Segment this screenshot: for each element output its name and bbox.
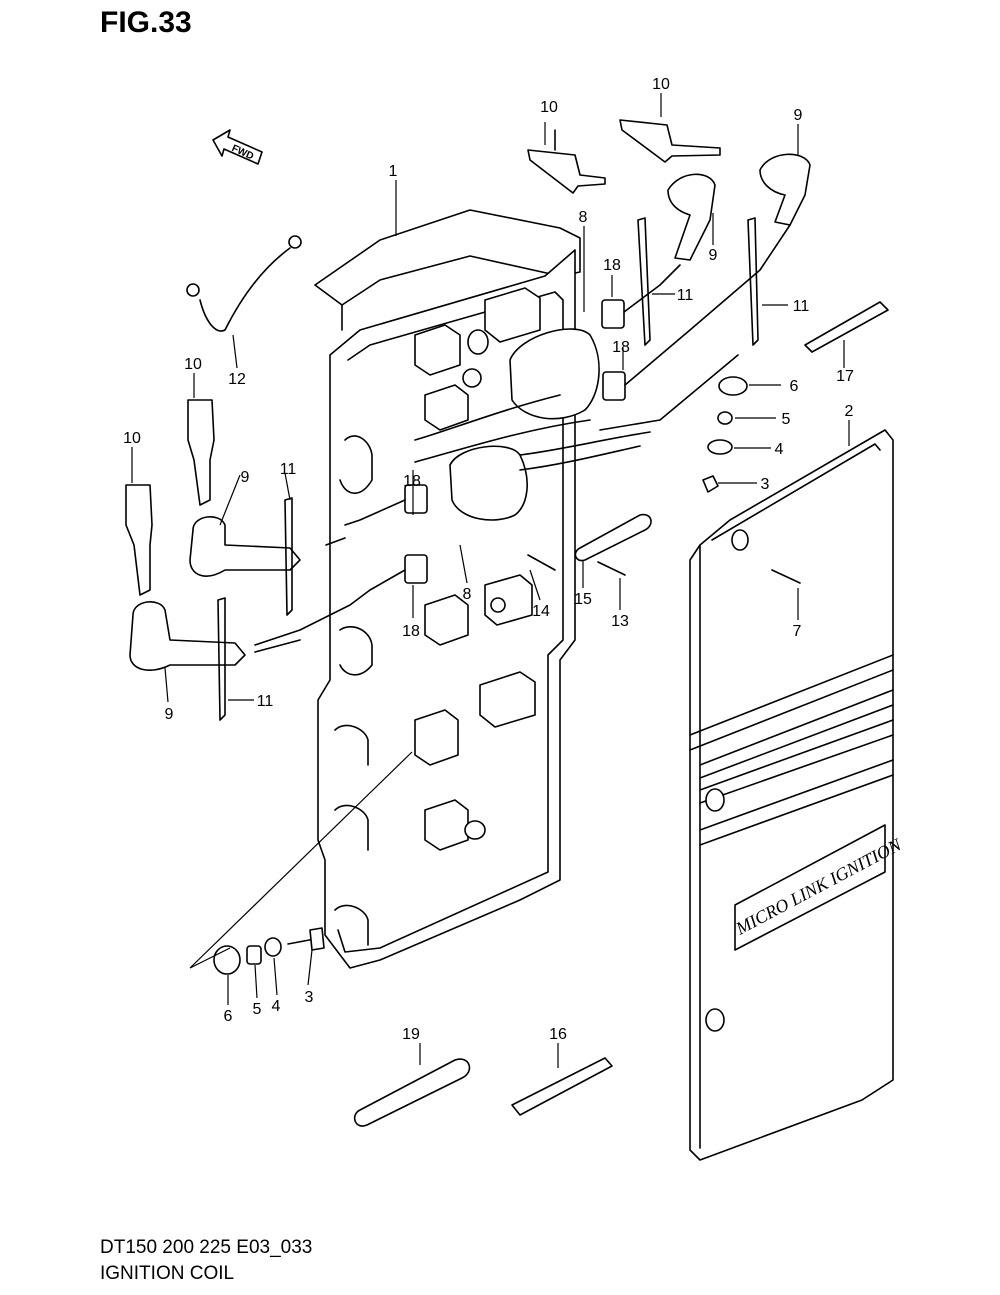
callout-18: 18 [403, 473, 421, 490]
holder-15 [574, 513, 652, 562]
hardware-right [527, 376, 801, 584]
hardware-bottom [213, 927, 325, 975]
spark-plug-left-2 [125, 484, 153, 596]
callout-18: 18 [612, 339, 630, 356]
fwd-label: FWD [230, 143, 255, 162]
spark-plug-upper-left [527, 129, 606, 194]
callout-7: 7 [793, 623, 802, 640]
leader-lines [131, 93, 850, 1068]
callout-6: 6 [790, 378, 799, 395]
diagram-model-code: DT150 200 225 E03_033 [100, 1237, 313, 1258]
figure-title: FIG.33 [100, 6, 192, 39]
spark-plug-upper-right [619, 119, 721, 163]
callout-12: 12 [228, 371, 246, 388]
callout-13: 13 [611, 613, 629, 630]
protector-tube-16 [511, 1057, 613, 1116]
spark-plug-left-1 [187, 399, 215, 506]
diagram-part-name: IGNITION COIL [100, 1263, 235, 1284]
cable-tie-2 [747, 217, 759, 346]
plug-boot-left-2 [129, 601, 246, 671]
callout-2: 2 [845, 403, 854, 420]
callout-11: 11 [280, 461, 297, 478]
callout-9: 9 [241, 469, 250, 486]
callout-10: 10 [123, 430, 141, 447]
callout-17: 17 [836, 368, 854, 385]
callout-8: 8 [579, 209, 588, 226]
callout-10: 10 [184, 356, 202, 373]
callout-10: 10 [540, 99, 558, 116]
callout-18: 18 [402, 623, 420, 640]
callout-10: 10 [652, 76, 670, 93]
ground-lead [186, 235, 302, 332]
ignition-cover: MICRO LINK IGNITION [689, 429, 905, 1161]
callout-19: 19 [402, 1026, 420, 1043]
callout-18: 18 [603, 257, 621, 274]
spark-plug-caps-and-wires [254, 224, 791, 653]
plug-boot-upper-2 [759, 153, 811, 226]
protector-tube-17 [804, 301, 889, 353]
cable-tie-4 [217, 597, 226, 721]
callout-5: 5 [253, 1001, 262, 1018]
callout-11: 11 [677, 287, 694, 304]
callout-5: 5 [782, 411, 791, 428]
plug-boot-left-1 [189, 516, 301, 577]
holder-19 [353, 1058, 471, 1127]
callout-3: 3 [761, 476, 770, 493]
callout-labels: 1 2 3 3 4 4 5 5 6 6 7 8 8 9 9 9 9 10 10 … [123, 76, 854, 1043]
callout-15: 15 [574, 591, 592, 608]
callout-1: 1 [389, 163, 398, 180]
callout-9: 9 [709, 247, 718, 264]
fwd-arrow-icon: FWD [212, 129, 263, 165]
callout-11: 11 [257, 693, 274, 710]
callout-14: 14 [532, 603, 550, 620]
callout-4: 4 [272, 998, 281, 1015]
callout-11: 11 [793, 298, 810, 315]
callout-16: 16 [549, 1026, 567, 1043]
coil-base-plate [314, 209, 739, 969]
callout-6: 6 [224, 1008, 233, 1025]
callout-9: 9 [794, 107, 803, 124]
plug-boot-upper-1 [667, 173, 716, 261]
cable-tie-1 [637, 217, 651, 346]
callout-4: 4 [775, 441, 784, 458]
callout-9: 9 [165, 706, 174, 723]
callout-3: 3 [305, 989, 314, 1006]
callout-8: 8 [463, 586, 472, 603]
